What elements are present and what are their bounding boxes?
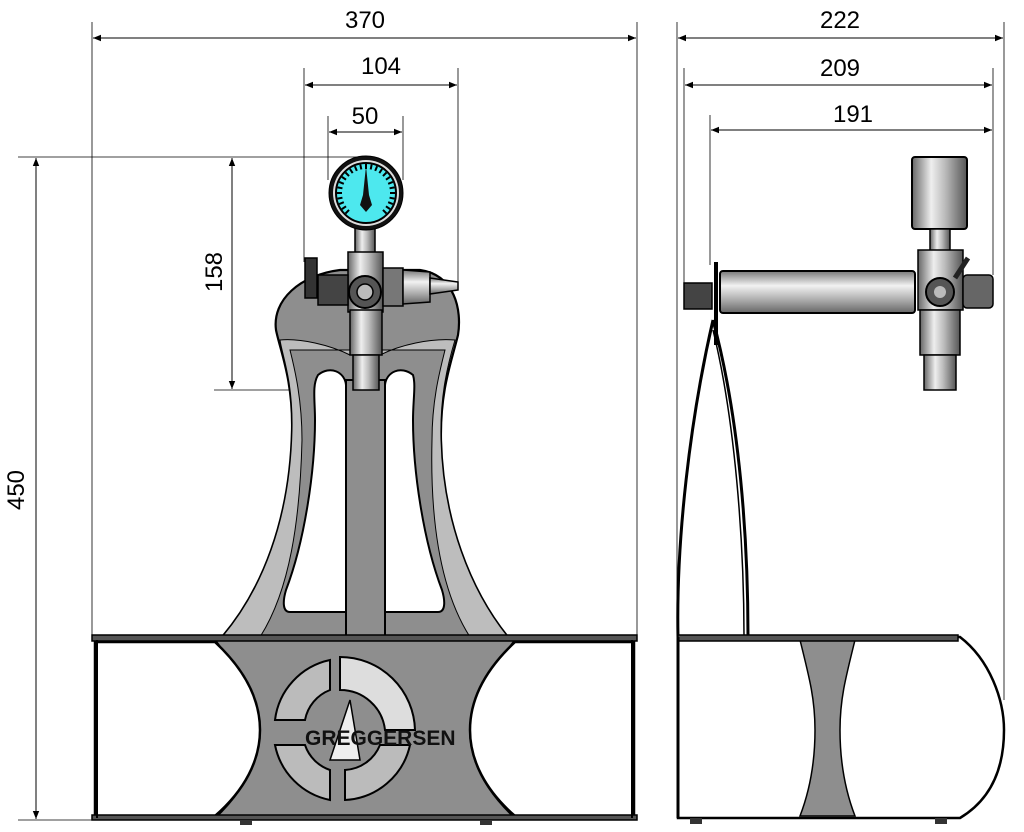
gauge-tick xyxy=(337,196,343,200)
side-bottle xyxy=(719,270,916,314)
side-base xyxy=(676,634,1006,824)
logo-text: GREGGERSEN xyxy=(305,727,456,750)
gauge-tick xyxy=(382,171,388,177)
side-base-center xyxy=(798,639,857,817)
gauge-tick xyxy=(359,164,363,170)
dim-209: 209 xyxy=(820,55,860,82)
gauge-tick xyxy=(387,180,394,185)
gauge-tick xyxy=(338,180,345,185)
side-view xyxy=(676,22,1006,824)
side-extension-lines xyxy=(676,22,1005,700)
side-leg-front xyxy=(676,319,715,638)
gauge-tick xyxy=(385,205,391,210)
gauge-tick xyxy=(341,176,347,181)
side-leg-back xyxy=(711,319,750,638)
front-view: GREGGERSEN xyxy=(18,22,638,825)
gauge-tick xyxy=(382,209,388,215)
gauge-tick xyxy=(353,165,358,172)
stand-arch-highlight xyxy=(220,339,510,638)
center-post xyxy=(345,379,386,638)
side-valve xyxy=(911,156,994,391)
dim-104: 104 xyxy=(361,53,401,80)
gauge-tick xyxy=(341,205,347,210)
greggersen-logo: GREGGERSEN xyxy=(273,655,456,802)
gauge-tick xyxy=(344,171,350,177)
gauge-tick xyxy=(349,168,354,174)
gauge-tick xyxy=(369,164,373,170)
base xyxy=(91,634,638,825)
dim-158: 158 xyxy=(201,252,228,292)
dim-50: 50 xyxy=(352,103,379,130)
gauge-tick xyxy=(389,196,395,200)
valve-assembly xyxy=(304,227,459,391)
dimension-labels: 370 104 50 158 450 222 209 191 xyxy=(3,7,873,510)
gauge-needle xyxy=(360,166,372,212)
base-right-loop xyxy=(468,640,636,818)
gauge-tick xyxy=(344,209,350,215)
gauge-tick xyxy=(389,186,395,190)
pressure-gauge xyxy=(328,155,404,231)
gauge-ticks xyxy=(337,164,395,215)
dim-191: 191 xyxy=(833,101,873,128)
gauge-tick xyxy=(337,186,343,190)
dimension-lines xyxy=(32,34,1003,819)
dim-370: 370 xyxy=(345,7,385,34)
gauge-tick xyxy=(338,201,345,206)
gauge-tick xyxy=(374,165,379,172)
dim-222: 222 xyxy=(820,7,860,34)
gauge-tick xyxy=(378,168,383,174)
dim-450: 450 xyxy=(3,470,30,510)
gauge-tick xyxy=(387,201,394,206)
base-left-loop xyxy=(93,640,262,818)
gauge-tick xyxy=(385,176,391,181)
